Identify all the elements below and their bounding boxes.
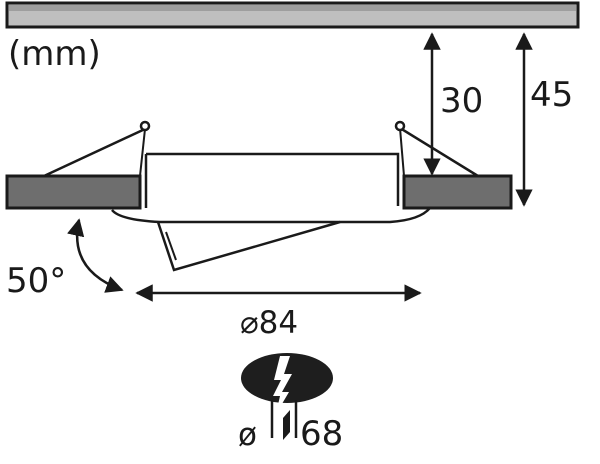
cutout-drill-icon <box>241 353 333 440</box>
diameter-label: ⌀84 <box>240 305 298 341</box>
tilt-angle-arrow <box>67 218 124 293</box>
cutout-diameter-label: 68 <box>300 414 343 454</box>
total-height-label: 45 <box>530 75 573 115</box>
ceiling-surface <box>5 1 580 29</box>
inner-height-label: 30 <box>440 81 483 121</box>
spring-clip-right <box>399 126 479 178</box>
ceiling-panel-right <box>402 174 513 210</box>
fixture-housing <box>144 152 400 208</box>
cutout-symbol: ø <box>238 417 257 453</box>
spring-clip-left-pivot <box>139 120 151 132</box>
tilt-angle-label: 50° <box>6 261 66 301</box>
fixture-bezel <box>111 207 431 224</box>
ceiling-band <box>9 5 576 11</box>
tilted-lamp-insert <box>156 220 341 272</box>
unit-label: (mm) <box>8 34 101 74</box>
spring-clip-left <box>43 127 146 178</box>
spring-clip-right-pivot <box>394 120 406 132</box>
ceiling-panel-left <box>5 174 142 210</box>
diameter-symbol: ⌀ <box>240 305 259 341</box>
diameter-value: 84 <box>259 305 298 341</box>
